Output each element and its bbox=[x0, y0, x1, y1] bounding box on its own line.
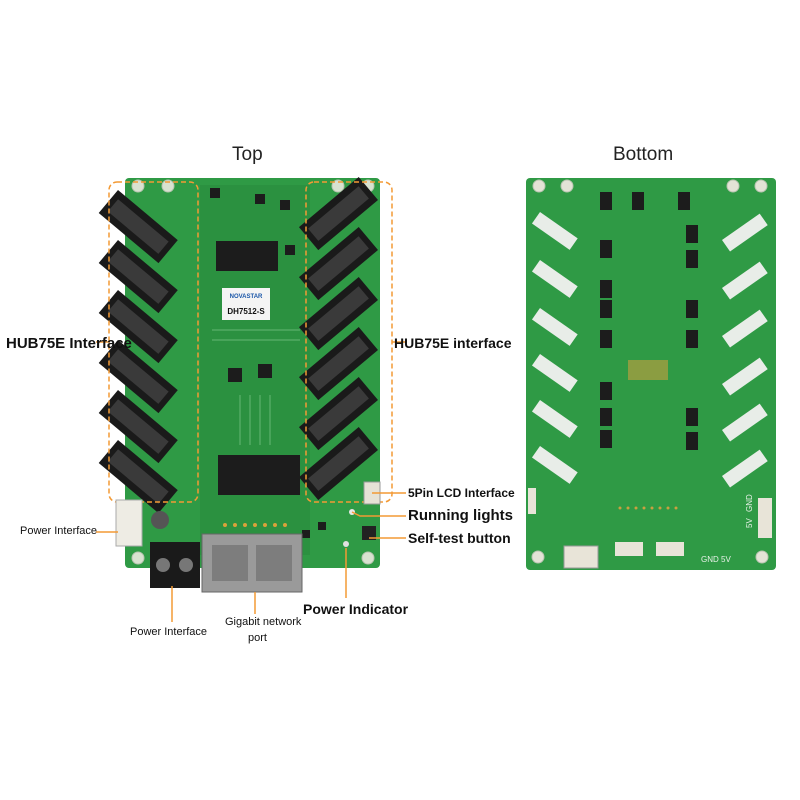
top-mounting-holes bbox=[131, 179, 375, 565]
bottom-heading: Bottom bbox=[613, 144, 674, 165]
bottom-small-connector-1 bbox=[615, 542, 643, 556]
top-heading: Top bbox=[232, 144, 263, 165]
bottom-mounting-holes bbox=[531, 179, 769, 564]
hub75e-connectors-left bbox=[98, 190, 178, 514]
model-label bbox=[222, 288, 270, 320]
label-self-test: Self-test button bbox=[408, 530, 511, 546]
brand-text: NOVASTAR bbox=[230, 294, 263, 300]
bottom-side-terminal bbox=[758, 498, 772, 538]
label-power-indicator: Power Indicator bbox=[303, 601, 409, 617]
bottom-pin-rows-left bbox=[531, 212, 578, 484]
bottom-small-connector-2 bbox=[656, 542, 684, 556]
power-connector-side bbox=[115, 499, 143, 547]
label-lcd-interface: 5Pin LCD Interface bbox=[408, 486, 515, 500]
running-light-led bbox=[349, 509, 355, 515]
bottom-side-5v-label: 5V bbox=[745, 518, 754, 528]
top-ics bbox=[210, 188, 326, 538]
label-hub75e-right: HUB75E interface bbox=[394, 335, 512, 351]
bottom-ics bbox=[600, 192, 698, 450]
hub75e-connectors-right bbox=[298, 177, 378, 501]
label-hub75e-left: HUB75E Interface bbox=[6, 335, 132, 352]
label-running-lights: Running lights bbox=[408, 507, 513, 524]
bottom-gnd-5v-label: GND 5V bbox=[701, 555, 731, 564]
bottom-power-terminal bbox=[563, 545, 599, 569]
self-test-button bbox=[362, 526, 376, 540]
model-text: DH7512-S bbox=[227, 307, 265, 316]
label-power-interface-side: Power Interface bbox=[20, 525, 98, 537]
bottom-side-gnd-label: GND bbox=[745, 494, 754, 512]
bottom-pin-rows-right bbox=[722, 213, 768, 488]
label-gigabit-port-line1: Gigabit network bbox=[225, 616, 302, 628]
label-power-interface-bottom: Power Interface bbox=[130, 626, 208, 638]
pin-header-row bbox=[223, 523, 287, 527]
label-gigabit-port-line2: port bbox=[248, 632, 267, 644]
power-indicator-led bbox=[343, 541, 349, 547]
hub75e-left-outline bbox=[108, 181, 199, 503]
